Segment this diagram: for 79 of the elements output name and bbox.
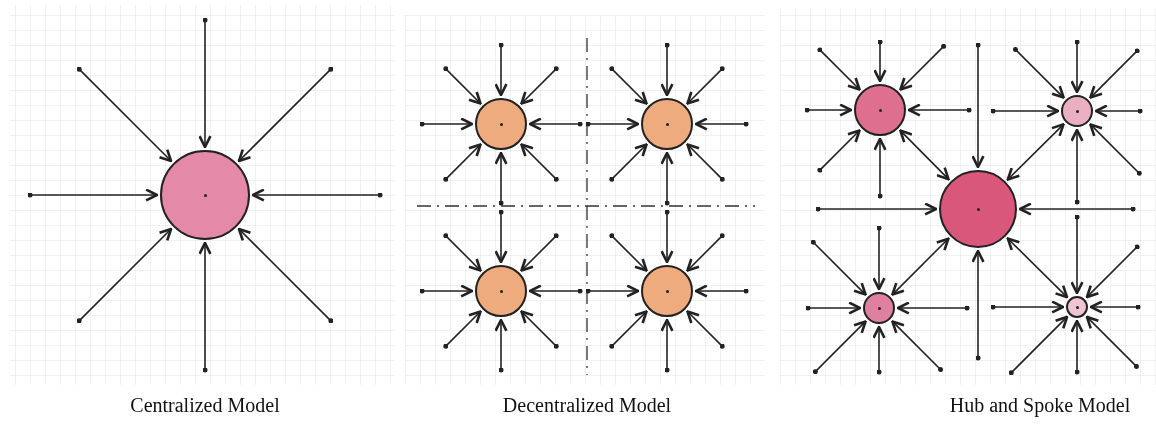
arrow <box>686 143 725 182</box>
arrow <box>494 151 508 206</box>
arrow <box>609 66 648 105</box>
arrow <box>419 284 474 298</box>
arrow <box>1013 47 1065 99</box>
arrow <box>694 117 749 131</box>
arrow <box>609 310 648 349</box>
panel-caption: Decentralized Model <box>502 394 672 417</box>
arrow <box>660 318 674 373</box>
arrow <box>494 318 508 373</box>
arrow <box>990 300 1065 314</box>
arrow <box>494 42 508 97</box>
arrow <box>520 143 559 182</box>
arrow <box>1006 237 1069 299</box>
arrow <box>1089 123 1142 176</box>
arrow <box>804 103 853 117</box>
arrow <box>686 66 725 105</box>
arrow <box>528 284 583 298</box>
arrow <box>520 233 559 272</box>
arrow <box>1085 244 1140 299</box>
arrow <box>443 310 482 349</box>
arrow <box>528 117 583 131</box>
arrow <box>520 66 559 105</box>
arrow <box>1008 315 1069 376</box>
arrow <box>1070 319 1084 375</box>
arrow <box>891 320 943 372</box>
arrow <box>896 301 970 315</box>
arrow <box>443 66 482 105</box>
arrow <box>1018 202 1136 216</box>
arrow <box>1006 123 1065 181</box>
arrow <box>686 310 725 349</box>
arrow <box>891 237 950 296</box>
arrow <box>686 233 725 272</box>
arrow <box>873 39 887 83</box>
arrow <box>1070 214 1084 295</box>
arrow <box>1089 48 1140 99</box>
arrow <box>585 284 640 298</box>
arrow <box>899 129 950 181</box>
arrow <box>494 209 508 264</box>
arrow <box>660 42 674 97</box>
arrow <box>694 284 749 298</box>
arrow <box>237 66 334 163</box>
arrow <box>971 42 985 169</box>
arrow <box>1085 315 1139 369</box>
arrow <box>872 225 886 291</box>
arrow <box>609 143 648 182</box>
arrow <box>27 188 159 202</box>
arrow <box>76 66 173 163</box>
arrow <box>609 233 648 272</box>
arrow <box>971 249 985 361</box>
arrow <box>873 137 887 199</box>
panel-caption: Centralized Model <box>130 394 280 417</box>
arrow <box>899 43 947 91</box>
arrow <box>251 188 383 202</box>
arrow <box>990 104 1060 118</box>
arrow <box>907 103 972 117</box>
arrow <box>660 151 674 206</box>
arrow <box>1089 300 1141 314</box>
arrow <box>815 202 938 216</box>
arrow <box>1094 104 1143 118</box>
arrow <box>1070 39 1084 94</box>
arrow <box>585 117 640 131</box>
arrow <box>443 233 482 272</box>
arrow <box>817 47 861 91</box>
arrow <box>872 325 886 375</box>
arrow <box>660 209 674 264</box>
arrow <box>198 17 212 149</box>
arrow <box>443 143 482 182</box>
arrow <box>520 310 559 349</box>
arrow <box>198 241 212 373</box>
panel-caption: Hub and Spoke Model <box>949 394 1131 417</box>
arrow <box>812 320 867 375</box>
arrow <box>237 227 334 324</box>
arrow <box>805 301 862 315</box>
arrow <box>810 239 867 296</box>
arrow <box>1070 128 1084 205</box>
arrow <box>76 227 173 324</box>
arrow <box>419 117 474 131</box>
arrow <box>817 129 861 173</box>
